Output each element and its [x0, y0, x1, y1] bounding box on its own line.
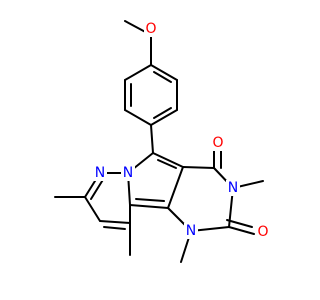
mask-methoxy-o — [144, 21, 158, 37]
mask-pyridazine-n-a — [121, 165, 135, 181]
mask-lower-n — [184, 223, 198, 239]
bond-pyrrole-double1 — [157, 159, 177, 169]
bond-pyrrole-right — [167, 166, 184, 209]
mask-upper-carbonyl-o — [211, 135, 225, 151]
bond-ar-double1 — [153, 71, 172, 83]
atom-labels: O O O N N N N — [93, 21, 270, 240]
molecule-structure: O O O N N N N — [54, 20, 270, 263]
bond-ar4 — [124, 109, 152, 126]
bond-ar6 — [124, 64, 152, 81]
bond-ar1 — [150, 64, 178, 81]
atom-n-pyridazine-a: N — [123, 165, 133, 181]
bond-ar3 — [150, 109, 178, 126]
bond-aryl-core — [150, 124, 154, 154]
bond-pyrrole-bottom — [129, 204, 169, 209]
atom-o-methoxy: O — [145, 21, 156, 37]
bond-lower-co-b — [226, 219, 253, 228]
atom-n-imide: N — [228, 180, 238, 196]
bond-pyridazine-c-c — [84, 196, 101, 222]
bond-pyrrole-top-right — [152, 152, 184, 168]
mask-pyridazine-n-b — [93, 165, 107, 181]
atom-o-lower-carbonyl: O — [257, 224, 268, 240]
atom-n-lower: N — [186, 223, 196, 239]
bond-pyrrole-double2 — [135, 198, 165, 202]
bond-ar-double2 — [153, 107, 172, 119]
bond-layer — [54, 20, 264, 263]
atom-n-pyridazine-b: N — [95, 165, 105, 181]
mask-lower-carbonyl-o — [256, 224, 270, 240]
bond-lower-co-a — [228, 226, 255, 235]
bond-pyridazine-double1 — [90, 177, 105, 200]
mask-imide-n — [226, 180, 240, 196]
atom-o-upper-carbonyl: O — [212, 135, 223, 151]
bond-core-c-top — [182, 166, 215, 169]
bond-pyridazine-double2 — [103, 226, 126, 230]
bond-pyridazine-c-c2 — [99, 220, 131, 224]
